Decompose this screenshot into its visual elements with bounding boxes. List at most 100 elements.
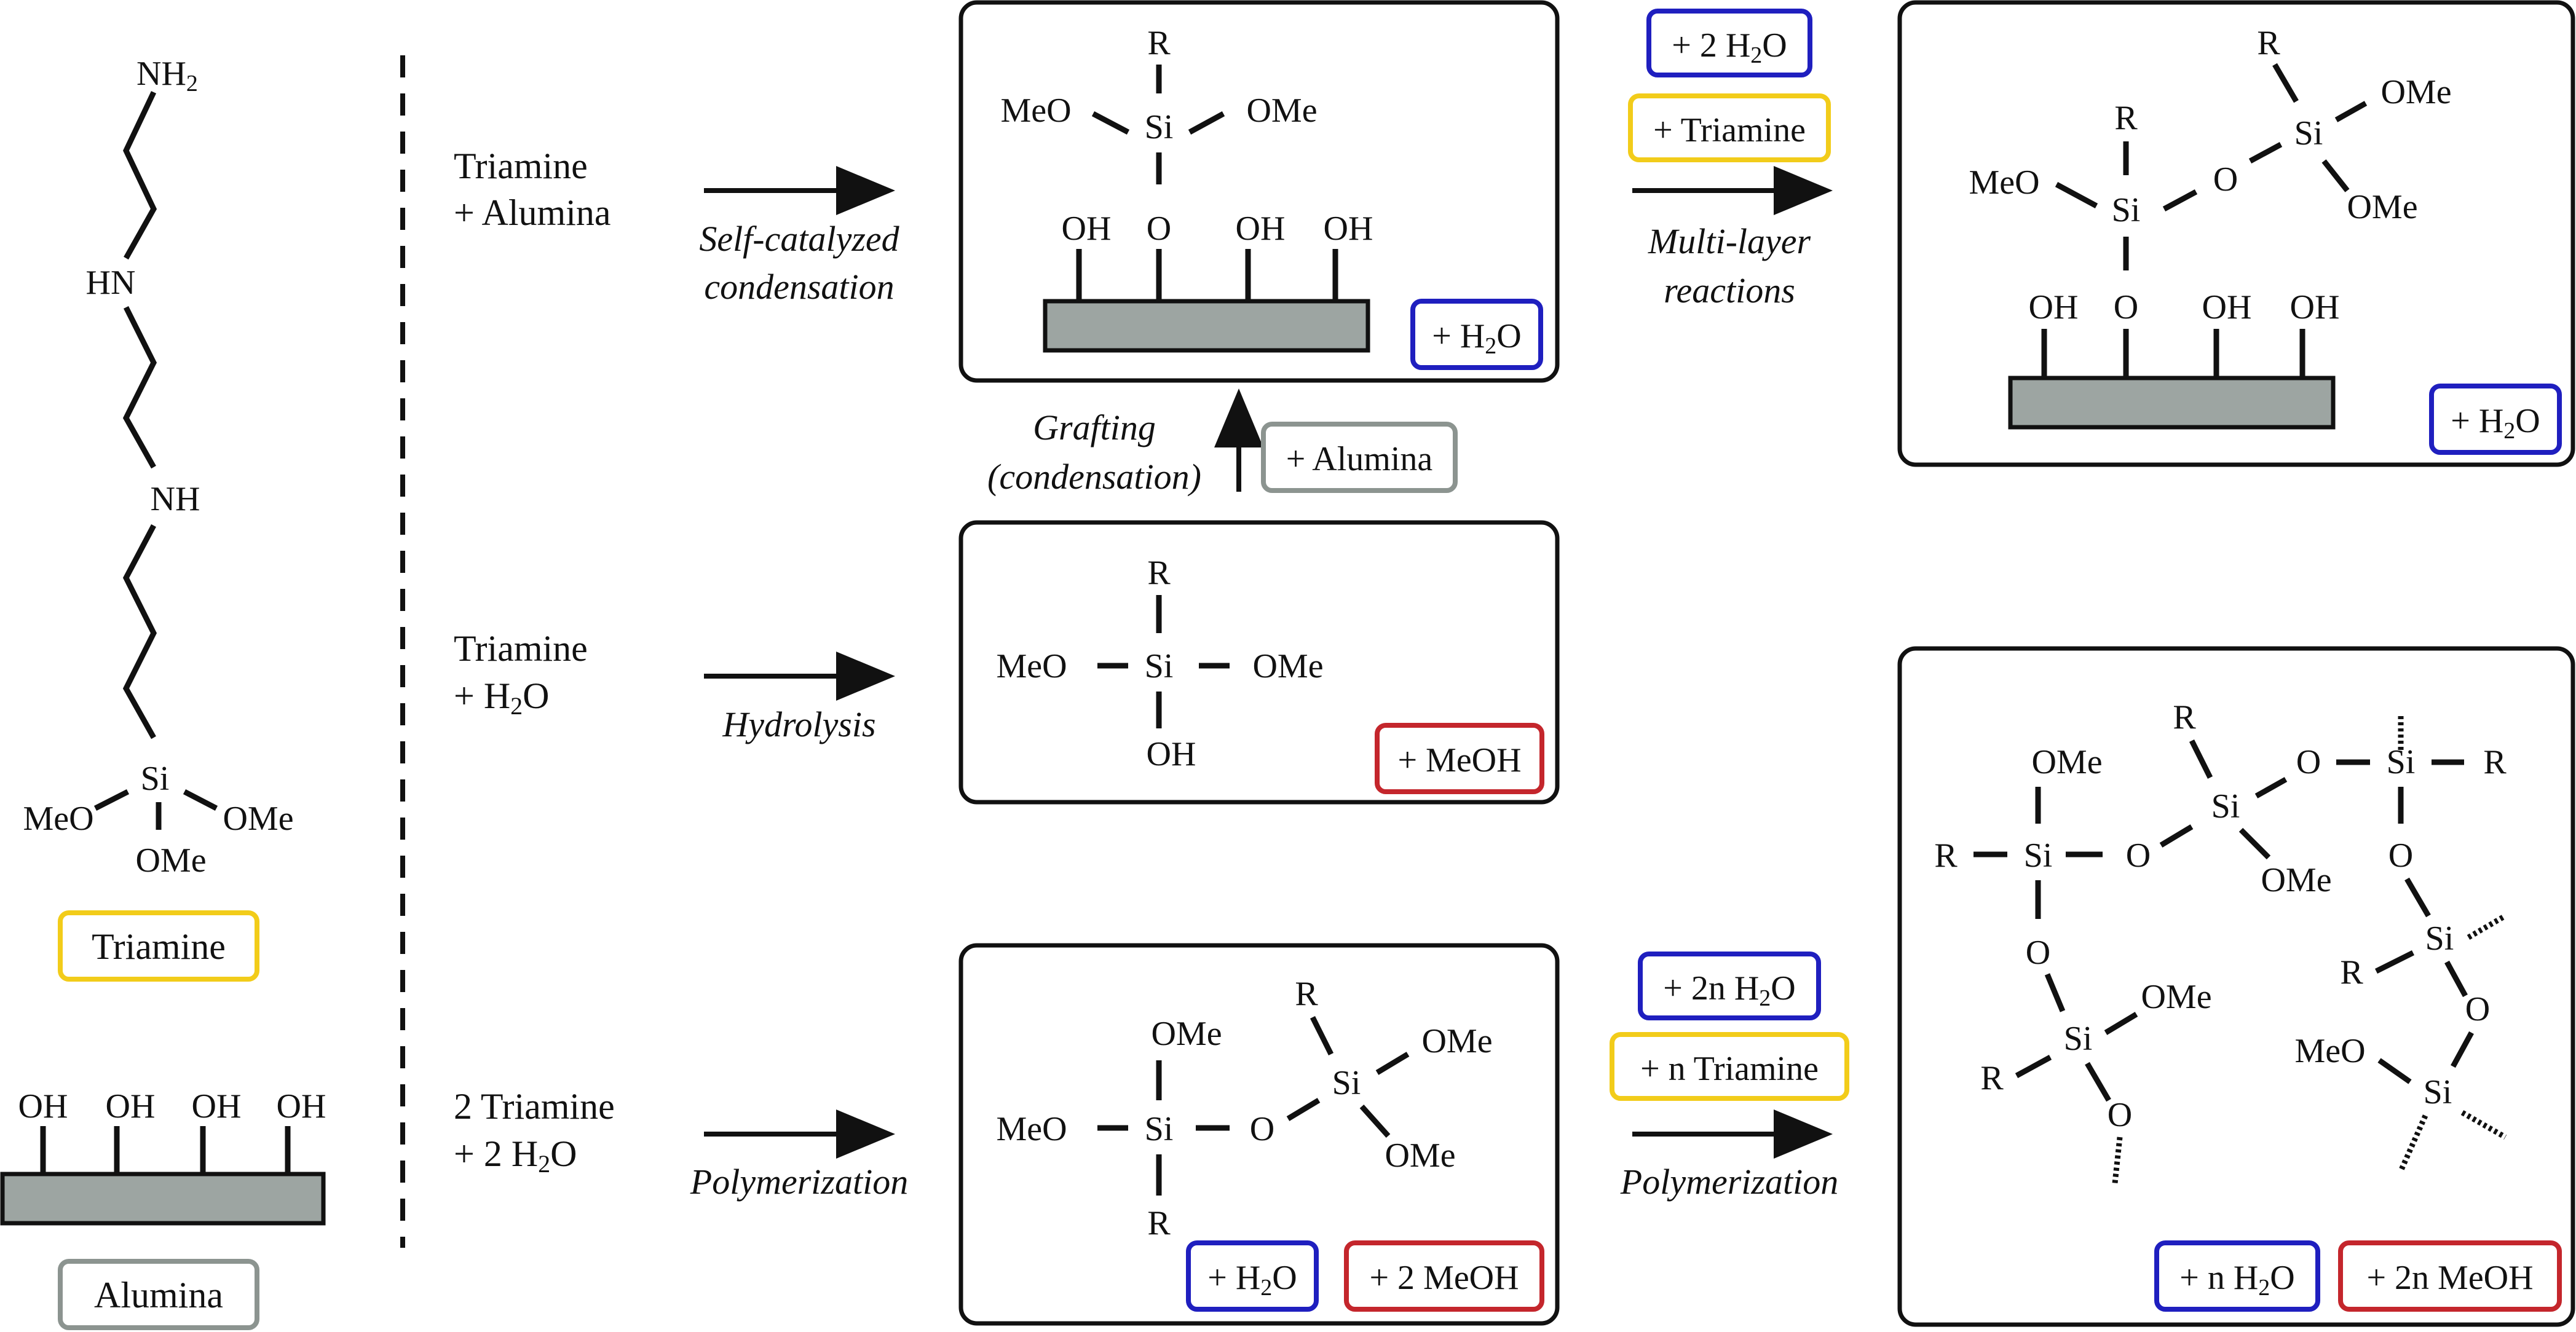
triamine-badge-box <box>58 910 259 982</box>
svg-text:Si: Si <box>1332 1064 1361 1102</box>
multilayer-triamine-badge: + Triamine <box>1628 93 1831 162</box>
polymer-process-label: Polymerization <box>1620 1162 1838 1202</box>
triamine-meo-label: MeO <box>23 800 93 838</box>
svg-text:R: R <box>1934 837 1958 875</box>
svg-text:condensation: condensation <box>704 267 894 307</box>
svg-text:Triamine: Triamine <box>454 628 588 669</box>
alumina-structure: OH OH OH OH <box>0 1087 326 1226</box>
row1-reactants: Triamine + Alumina <box>454 146 611 233</box>
svg-text:R: R <box>2114 99 2138 137</box>
row2-reactants: Triamine + H2O <box>454 628 588 720</box>
svg-text:+ n H2O: + n H2O <box>2179 1259 2294 1301</box>
triamine-ome-bottom-label: OMe <box>135 841 206 880</box>
alumina-legend-badge: Alumina <box>58 1259 259 1330</box>
triamine-badge-label: Triamine <box>92 926 226 967</box>
svg-text:OH: OH <box>1062 210 1112 248</box>
triamine-nh2-label: NH2 <box>136 55 198 97</box>
svg-text:OMe: OMe <box>2141 978 2211 1016</box>
svg-text:Grafting: Grafting <box>1033 408 1156 447</box>
svg-text:R: R <box>2483 743 2507 781</box>
svg-text:+ 2 MeOH: + 2 MeOH <box>1369 1259 1519 1297</box>
svg-text:Multi-layer: Multi-layer <box>1648 221 1811 261</box>
svg-text:reactions: reactions <box>1664 270 1795 310</box>
svg-text:R: R <box>1295 975 1318 1013</box>
svg-text:OMe: OMe <box>2380 73 2451 111</box>
polymer-triamine-badge: + n Triamine <box>1610 1032 1849 1101</box>
svg-text:O: O <box>1250 1110 1274 1148</box>
svg-text:Self-catalyzed: Self-catalyzed <box>699 219 899 259</box>
svg-text:+ H2O: + H2O <box>2451 402 2540 444</box>
row1-reactant-line1: Triamine <box>454 146 588 186</box>
svg-text:Si: Si <box>1145 108 1174 146</box>
svg-text:OMe: OMe <box>1385 1137 1455 1175</box>
svg-text:O: O <box>2465 990 2490 1028</box>
box5-water-badge <box>2154 1240 2320 1312</box>
svg-text:O: O <box>1147 210 1171 248</box>
svg-text:O: O <box>2388 837 2413 875</box>
svg-text:OMe: OMe <box>2031 743 2102 781</box>
row3-process-label: Polymerization <box>690 1162 908 1202</box>
alumina-oh-3: OH <box>192 1087 242 1125</box>
svg-text:+ MeOH: + MeOH <box>1397 741 1521 779</box>
triamine-structure: NH2 HN NH Si MeO OMe OMe <box>23 55 293 880</box>
svg-text:Si: Si <box>2064 1020 2093 1058</box>
box1-water-badge-label: + H2O <box>1432 317 1521 359</box>
box-polymer-network: OMe Si R O O Si R OMe O Si R O Si R O Si <box>1897 646 2575 1327</box>
svg-text:O: O <box>2114 288 2138 326</box>
multilayer-water-badge: + 2 H2O <box>1646 9 1812 77</box>
svg-text:R: R <box>1980 1059 2004 1097</box>
box1-water-badge <box>1410 299 1543 370</box>
svg-text:O: O <box>2213 160 2238 199</box>
polymer-water-badge: + 2n H2O <box>1638 952 1821 1020</box>
alumina-badge-label: Alumina <box>94 1275 223 1315</box>
svg-text:OMe: OMe <box>1246 92 1317 130</box>
svg-text:Si: Si <box>2024 837 2053 875</box>
triamine-si-label: Si <box>141 760 170 798</box>
svg-text:R: R <box>1147 1204 1171 1242</box>
triamine-ome-right-label: OMe <box>223 800 293 838</box>
box1-alumina-surface <box>1043 299 1370 353</box>
row3-reactants: 2 Triamine + 2 H2O <box>454 1086 615 1178</box>
svg-text:OMe: OMe <box>2347 188 2417 226</box>
box4-meoh-badge <box>1344 1240 1544 1312</box>
svg-text:+ H2O: + H2O <box>454 676 550 720</box>
svg-text:+ Triamine: + Triamine <box>1653 111 1806 149</box>
svg-text:O: O <box>2126 837 2151 875</box>
alumina-badge-box <box>58 1259 259 1330</box>
svg-text:MeO: MeO <box>996 647 1067 685</box>
svg-text:MeO: MeO <box>2294 1032 2365 1070</box>
svg-text:OH: OH <box>2202 288 2252 326</box>
triamine-bond-meo <box>93 789 130 811</box>
triamine-bond-ome <box>183 789 218 811</box>
svg-text:OH: OH <box>1236 210 1286 248</box>
box-multilayer-product: R Si OMe OMe O R Si MeO O OH OH OH + H2O <box>1897 0 2575 467</box>
svg-text:O: O <box>2026 934 2050 972</box>
svg-text:Si: Si <box>2211 787 2240 826</box>
triamine-legend-badge: Triamine <box>58 910 259 982</box>
svg-text:+ 2n H2O: + 2n H2O <box>1663 969 1795 1011</box>
alumina-oh-1: OH <box>18 1087 68 1125</box>
svg-text:OMe: OMe <box>2261 861 2331 899</box>
svg-text:R: R <box>1147 24 1171 62</box>
svg-text:R: R <box>2340 953 2363 991</box>
row1-process-label: Self-catalyzed condensation <box>699 219 899 307</box>
triamine-chain-middle <box>122 305 157 469</box>
row1-reactant-line2: + Alumina <box>454 192 611 233</box>
svg-text:+ 2 H2O: + 2 H2O <box>454 1133 577 1178</box>
svg-text:+ n Triamine: + n Triamine <box>1640 1050 1819 1088</box>
svg-text:OMe: OMe <box>1252 647 1323 685</box>
svg-text:MeO: MeO <box>996 1110 1067 1148</box>
svg-text:R: R <box>1147 554 1171 592</box>
box2-water-badge <box>2429 384 2562 455</box>
svg-text:Si: Si <box>1145 1110 1174 1148</box>
svg-text:MeO: MeO <box>1000 92 1071 130</box>
box3-meoh-badge <box>1375 723 1544 794</box>
box-hydrolysis-product: R Si MeO OMe OH + MeOH <box>958 520 1560 805</box>
svg-text:2 Triamine: 2 Triamine <box>454 1086 615 1127</box>
svg-text:+ 2n MeOH: + 2n MeOH <box>2366 1259 2533 1297</box>
triamine-hn-label: HN <box>86 264 136 302</box>
svg-text:R: R <box>2257 24 2280 62</box>
triamine-chain-lower <box>122 524 157 739</box>
svg-text:OH: OH <box>2029 288 2079 326</box>
